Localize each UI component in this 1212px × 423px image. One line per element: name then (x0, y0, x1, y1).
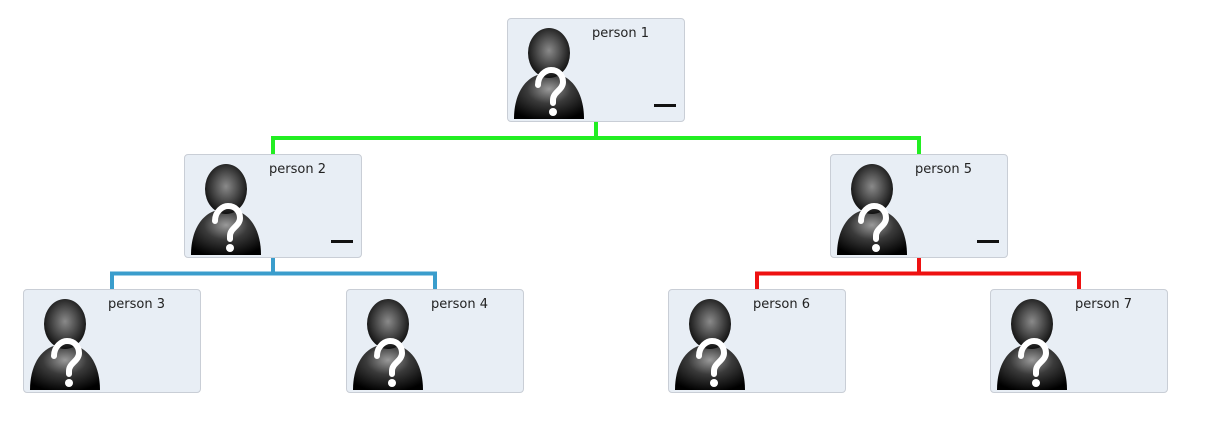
unknown-person-icon (510, 23, 588, 121)
collapse-button[interactable] (654, 97, 676, 107)
unknown-person-icon (187, 159, 265, 257)
unknown-person-icon (671, 294, 749, 392)
node-label: person 5 (915, 162, 972, 177)
connector-n5-n6 (755, 258, 921, 289)
node-label: person 1 (592, 26, 649, 41)
unknown-person-icon (26, 294, 104, 392)
connector-n2-n3 (110, 258, 275, 289)
node-person-1[interactable]: person 1 (507, 18, 685, 122)
node-person-5[interactable]: person 5 (830, 154, 1008, 258)
node-label: person 3 (108, 297, 165, 312)
node-label: person 2 (269, 162, 326, 177)
node-person-3[interactable]: person 3 (23, 289, 201, 393)
collapse-button[interactable] (331, 233, 353, 243)
connector-n2-n4 (271, 258, 437, 289)
node-person-4[interactable]: person 4 (346, 289, 524, 393)
node-label: person 7 (1075, 297, 1132, 312)
unknown-person-icon (993, 294, 1071, 392)
node-person-6[interactable]: person 6 (668, 289, 846, 393)
node-label: person 6 (753, 297, 810, 312)
connector-n1-n2 (271, 122, 598, 154)
connector-n1-n5 (594, 122, 921, 154)
unknown-person-icon (349, 294, 427, 392)
node-person-7[interactable]: person 7 (990, 289, 1168, 393)
unknown-person-icon (833, 159, 911, 257)
node-person-2[interactable]: person 2 (184, 154, 362, 258)
node-label: person 4 (431, 297, 488, 312)
collapse-button[interactable] (977, 233, 999, 243)
connector-n5-n7 (917, 258, 1081, 289)
